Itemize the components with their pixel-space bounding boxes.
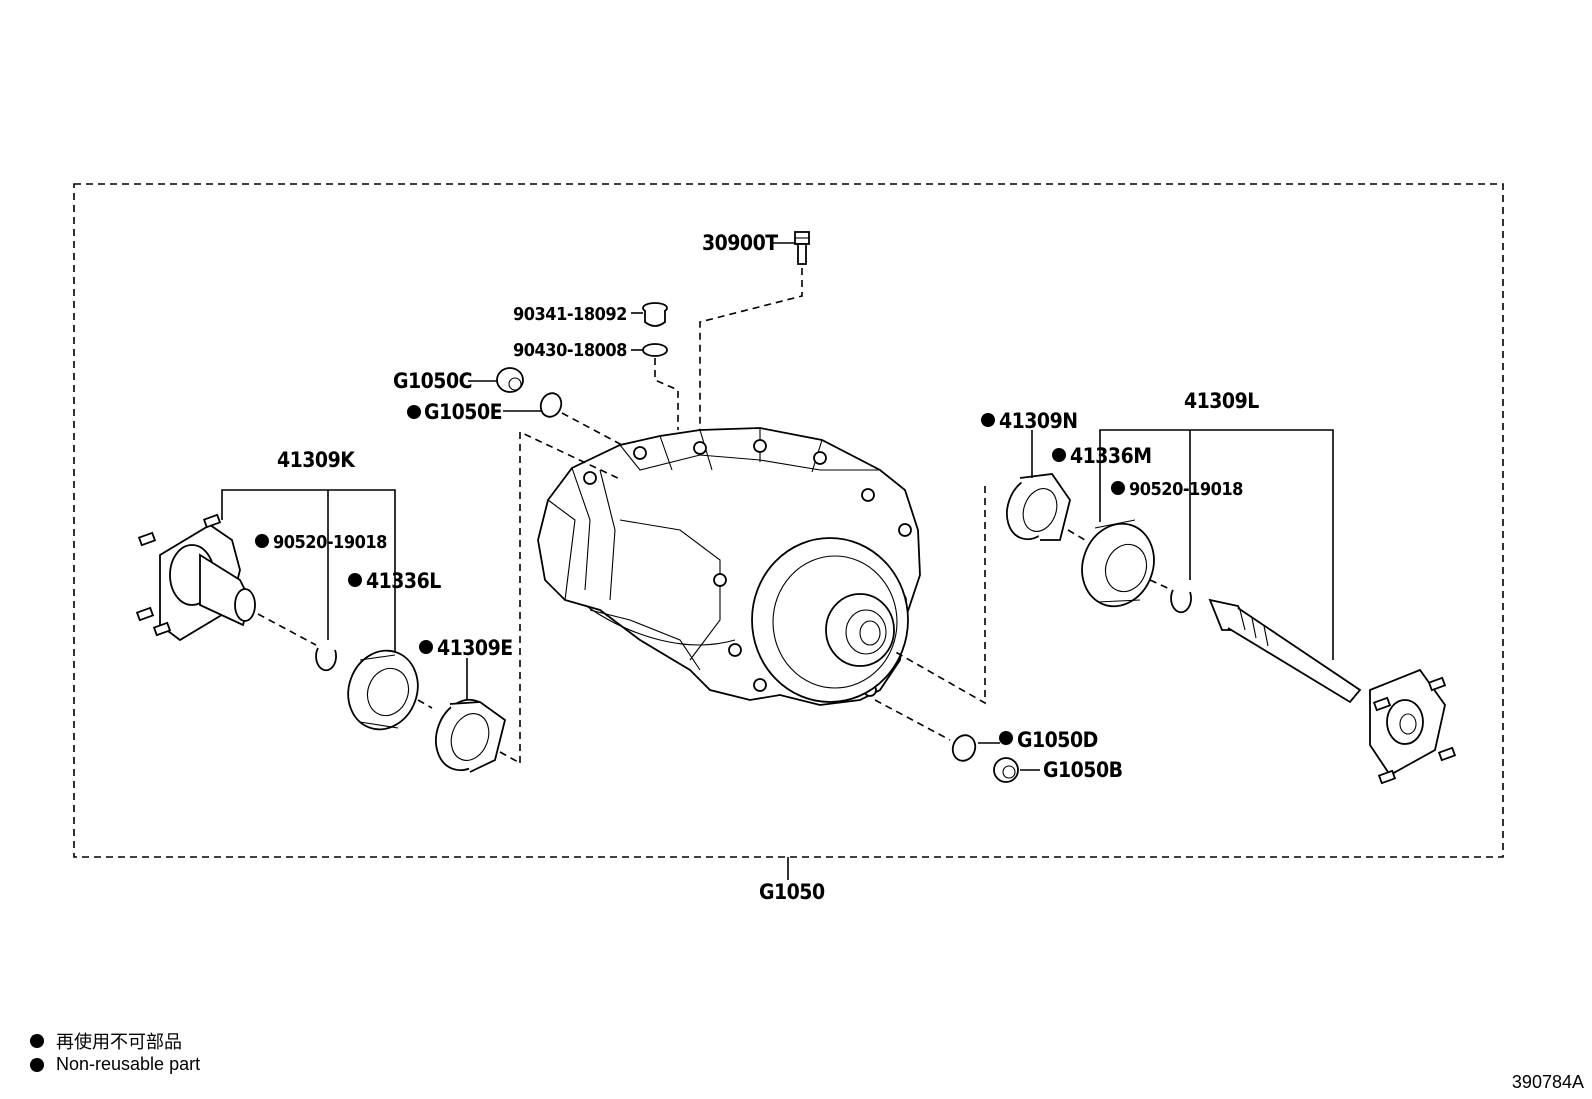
label-90341-18092: 90341-18092 [513,304,627,325]
drawing-number: 390784A [1511,1072,1584,1092]
right-drive-shaft [1208,598,1457,785]
assembly-frame [73,183,1504,858]
differential-housing [537,427,921,706]
plug-G1050C [496,367,524,393]
label-41309E: 41309E [437,636,513,660]
snap-ring-right [1170,589,1192,614]
label-G1050E: G1050E [424,400,502,424]
non-reusable-marker [981,413,995,427]
oil-seal-41336M [1081,519,1155,608]
gasket-G1050E [539,392,563,418]
bearing-41309E [435,698,507,773]
label-30900T: 30900T [702,231,778,255]
legend-text-en: Non-reusable part [56,1054,201,1074]
non-reusable-marker [1111,481,1125,495]
label-41309N: 41309N [999,409,1078,433]
non-reusable-marker [255,534,269,548]
non-reusable-marker [999,731,1013,745]
label-90430-18008: 90430-18008 [513,340,627,361]
legend-non-reusable-jp: 再使用不可部品 [30,1028,182,1054]
label-G1050C: G1050C [393,369,472,393]
sensor-30900T [794,231,810,265]
label-41336M: 41336M [1070,444,1152,468]
plug-90341 [642,302,668,327]
label-41336L: 41336L [366,569,441,593]
label-G1050D: G1050D [1017,728,1098,752]
plug-G1050B [993,757,1019,783]
legend-dot [30,1034,44,1048]
non-reusable-marker [419,640,433,654]
label-41309K: 41309K [277,448,356,472]
label-90520-19018-left: 90520-19018 [273,532,387,553]
gasket-G1050D [951,734,977,762]
non-reusable-marker [1052,448,1066,462]
bearing-41309N [1006,473,1071,541]
non-reusable-marker [348,573,362,587]
legend-non-reusable-en: Non-reusable part [30,1054,200,1075]
legend-text-jp: 再使用不可部品 [56,1032,182,1052]
label-41309L: 41309L [1184,389,1259,413]
legend-dot [30,1057,44,1072]
label-G1050: G1050 [759,880,825,904]
left-flange-shaft [135,513,256,642]
gasket-90430 [642,343,668,357]
label-90520-19018-right: 90520-19018 [1129,479,1243,500]
label-G1050B: G1050B [1043,758,1123,782]
oil-seal-41336L [347,649,419,731]
snap-ring-left [315,647,337,672]
non-reusable-marker [407,405,421,419]
